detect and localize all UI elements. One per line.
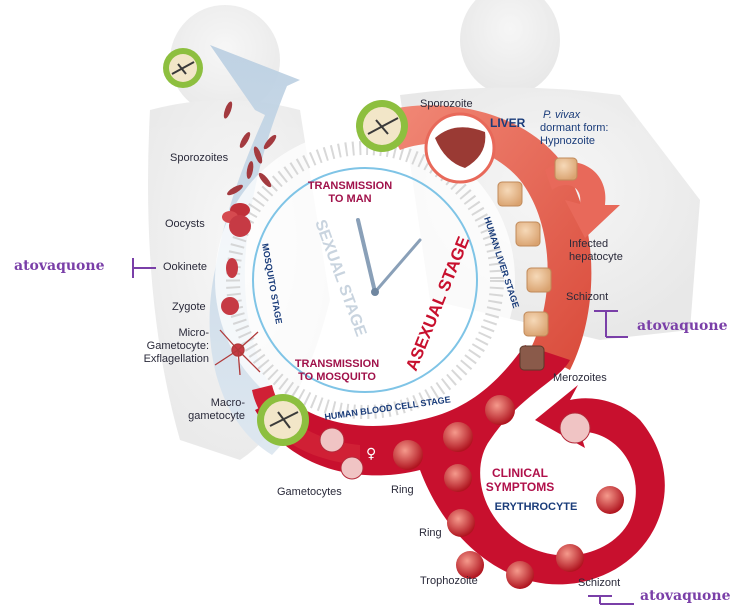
infected-hepatocyte-line2: hepatocyte	[569, 251, 623, 264]
label-ring-bottom: Ring	[391, 484, 414, 497]
label-sporozoites: Sporozoites	[170, 152, 228, 165]
dormant-form-line1: dormant form:	[540, 122, 608, 135]
label-oocysts: Oocysts	[165, 218, 205, 231]
label-p-vivax: P. vivax	[543, 109, 580, 122]
label-infected-hepatocyte: Infected hepatocyte	[569, 238, 623, 264]
label-macro-gametocyte: Macro- gametocyte	[175, 397, 245, 423]
transmission-to-man-line1: TRANSMISSION	[305, 180, 395, 193]
label-gametocytes: Gametocytes	[277, 486, 342, 499]
mosquito-icon-blood	[257, 394, 309, 446]
clinical-symptoms-line2: SYMPTOMS	[480, 480, 560, 494]
label-trophozoite: Trophozoite	[420, 575, 478, 588]
inhibition-marker-ookinete	[128, 256, 158, 280]
label-liver: LIVER	[490, 117, 525, 130]
transmission-to-mosquito: TRANSMISSION TO MOSQUITO	[282, 358, 392, 384]
clinical-symptoms-line1: CLINICAL	[480, 466, 560, 480]
erythrocyte-label: ERYTHROCYTE	[486, 500, 586, 514]
label-micro-gametocyte: Micro- Gametocyte: Exflagellation	[133, 327, 209, 366]
transmission-to-man-line2: TO MAN	[305, 193, 395, 206]
infected-hepatocyte-line1: Infected	[569, 238, 623, 251]
clinical-symptoms: CLINICAL SYMPTOMS	[480, 466, 560, 494]
micro-gametocyte-line2: Gametocyte:	[133, 340, 209, 353]
drug-label-liver-schizont: atovaquone	[637, 318, 727, 334]
label-ookinete: Ookinete	[163, 261, 207, 274]
transmission-to-man: TRANSMISSION TO MAN	[305, 180, 395, 206]
drug-label-blood-schizont: atovaquone	[640, 588, 730, 604]
macro-gametocyte-line2: gametocyte	[175, 410, 245, 423]
mosquito-icon-liver	[356, 100, 408, 152]
mosquito-icon-top	[163, 48, 203, 88]
label-dormant-form: dormant form: Hypnozoite	[540, 122, 608, 148]
label-zygote: Zygote	[172, 301, 206, 314]
label-merozoites: Merozoites	[553, 372, 607, 385]
label-schizont-liver: Schizont	[566, 291, 608, 304]
female-symbol: ♀	[366, 446, 376, 462]
inhibition-marker-schizont	[590, 305, 630, 345]
label-schizont-blood: Schizont	[578, 577, 620, 590]
zygote-shape	[221, 297, 239, 315]
micro-gametocyte-line3: Exflagellation	[133, 353, 209, 366]
oocyst-shape	[229, 215, 251, 237]
dormant-form-line2: Hypnozoite	[540, 135, 608, 148]
transmission-to-mosquito-line2: TO MOSQUITO	[282, 371, 392, 384]
liver-icon	[426, 114, 494, 182]
micro-gametocyte-line1: Micro-	[133, 327, 209, 340]
inhibition-marker-blood-schizont	[586, 592, 636, 606]
drug-label-ookinete: atovaquone	[14, 258, 104, 274]
macro-gametocyte-line1: Macro-	[175, 397, 245, 410]
label-ring-lower: Ring	[419, 527, 442, 540]
transmission-to-mosquito-line1: TRANSMISSION	[282, 358, 392, 371]
label-sporozoite: Sporozoite	[420, 98, 473, 111]
ookinete-shape	[226, 258, 238, 278]
